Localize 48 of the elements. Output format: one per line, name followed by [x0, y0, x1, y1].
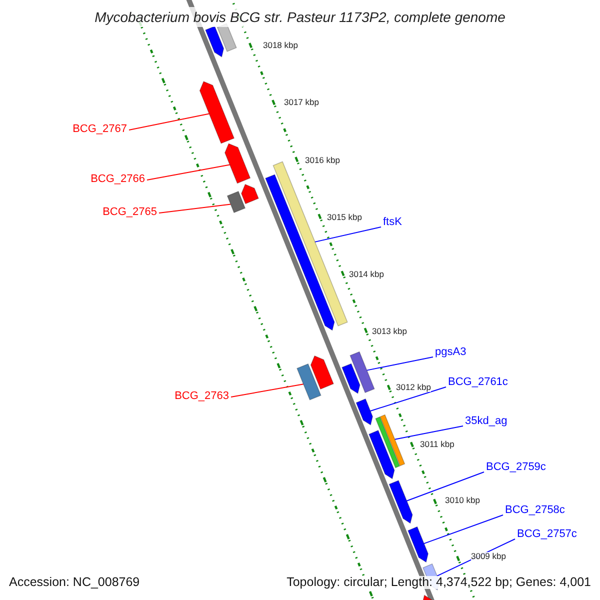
- gene-feature: [240, 184, 260, 204]
- gene-label: BCG_2765: [102, 207, 157, 218]
- gene-feature: [380, 414, 406, 466]
- scale-label: 3016 kbp: [305, 156, 340, 164]
- accession-text: Accession: NC_008769: [9, 576, 140, 588]
- gene-feature: [350, 351, 375, 394]
- gene-feature: [226, 190, 246, 214]
- leader-line: [370, 386, 446, 412]
- leader-line: [423, 514, 504, 544]
- genome-summary-text: Topology: circular; Length: 4,374,522 bp; Genes: 4,001: [286, 576, 591, 588]
- gene-label: BCG_2757c: [517, 529, 577, 540]
- leader-line: [406, 472, 484, 502]
- leader-line: [394, 426, 464, 440]
- gene-feature: [407, 526, 429, 563]
- scale-label: 3012 kbp: [396, 383, 431, 392]
- scale-label: 3009 kbp: [471, 552, 506, 560]
- gene-feature: [368, 430, 395, 480]
- gene-label: BCG_2761c: [448, 377, 508, 388]
- gene-feature: [356, 398, 374, 426]
- scale-label: 3011 kbp: [420, 440, 454, 448]
- gene-feature: [224, 143, 251, 184]
- gene-feature: [296, 363, 322, 400]
- gene-label: BCG_2763: [174, 391, 229, 402]
- leader-line: [146, 164, 230, 180]
- gene-label: 35kd_ag: [465, 416, 508, 427]
- gene-label: BCG_2759c: [486, 462, 546, 473]
- gene-label: ftsK: [383, 217, 402, 228]
- scale-label: 3014 kbp: [349, 270, 384, 278]
- leader-line: [158, 204, 232, 214]
- leader-line: [128, 113, 210, 130]
- gene-feature: [310, 355, 334, 390]
- gene-label: pgsA3: [435, 347, 466, 358]
- scale-label: 3015 kbp: [327, 213, 362, 222]
- scale-label: 3010 kbp: [445, 496, 480, 504]
- gene-feature: [199, 80, 235, 144]
- scale-label: 3013 kbp: [372, 327, 407, 336]
- gene-label: BCG_2767: [72, 124, 127, 135]
- leader-line: [230, 384, 304, 398]
- leader-line: [366, 356, 434, 371]
- gene-label: BCG_2758c: [505, 505, 565, 516]
- leader-line: [314, 226, 382, 242]
- gene-feature: [341, 363, 360, 394]
- gene-feature: [388, 480, 413, 524]
- scale-label: 3017 kbp: [284, 98, 319, 106]
- scale-label: 3018 kbp: [263, 41, 298, 50]
- gene-label: BCG_2766: [90, 174, 145, 185]
- gene-feature: [204, 26, 224, 58]
- gene-feature: [375, 416, 400, 468]
